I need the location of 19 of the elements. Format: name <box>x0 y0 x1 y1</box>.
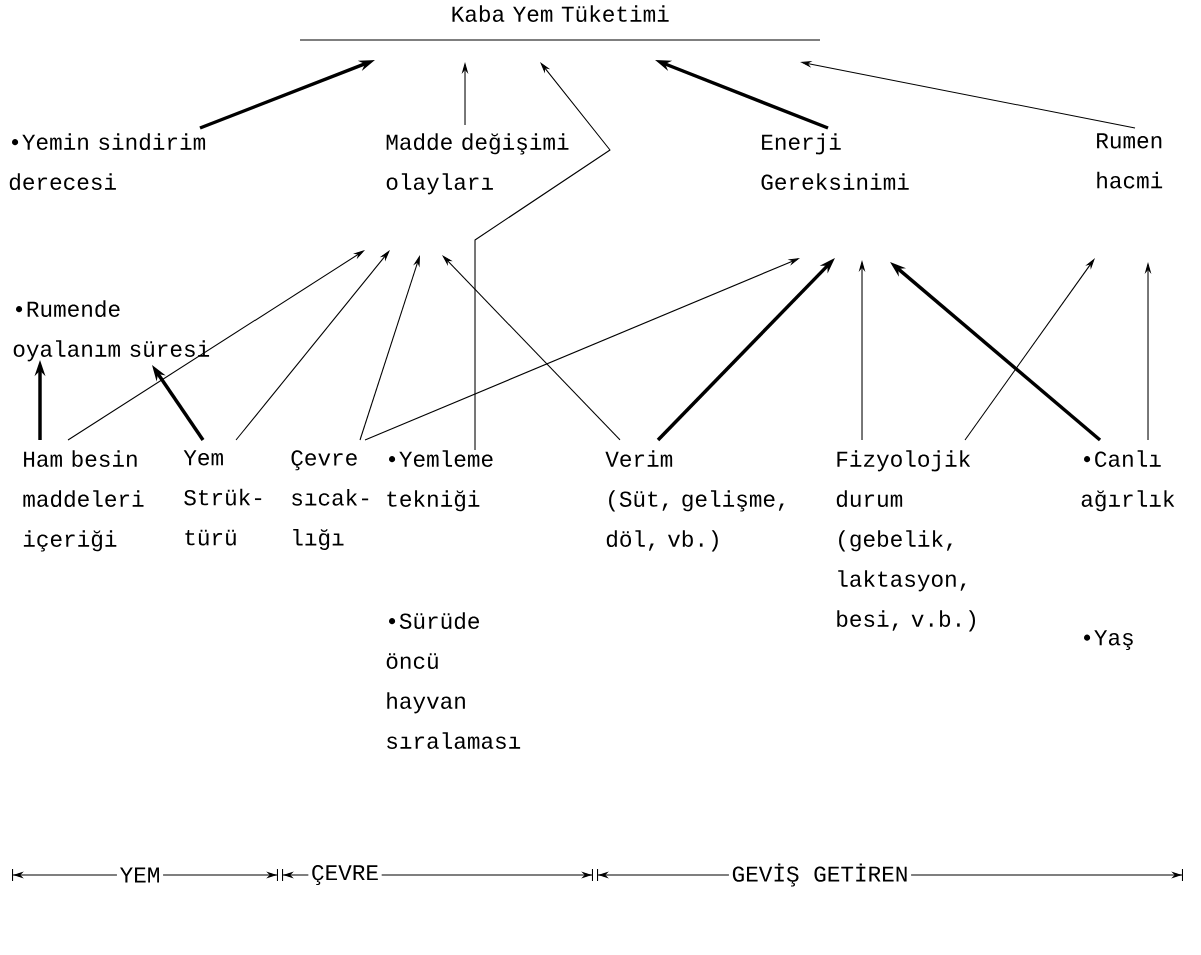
section-label: ÇEVRE <box>308 863 382 887</box>
factor-text: Ham besin maddeleri içeriği <box>23 450 144 552</box>
arrow <box>442 255 621 441</box>
factor-text: •Yaş <box>1084 630 1133 651</box>
heading: Kaba Yem Tüketimi <box>299 5 821 41</box>
factor-text: •Yemin sindirim derecesi <box>9 133 206 190</box>
factor-text: Rumen hacmi <box>1097 133 1163 189</box>
factor-text: •Sürüde öncü hayvan sıralaması <box>386 612 521 749</box>
section-label: YEM <box>116 866 164 884</box>
factor-text: •Rumende oyalanım süresi <box>13 300 210 362</box>
factor-text: Fizyolojik durum (gebelik, laktasyon, besi, v.b.) <box>836 450 975 632</box>
section-label: GEVİŞ GETİREN <box>728 862 912 888</box>
factor-text: Verim (Süt, gelişme, döl, vb.) <box>605 450 784 552</box>
factor-text: •Canlı ağırlık <box>1081 450 1175 512</box>
factor-text: Yem Strük- türü <box>183 450 262 546</box>
factor-text: Enerji Gereksinimi <box>761 133 909 190</box>
factor-text: Madde değişimi olayları <box>386 133 569 195</box>
factor-text: •Yemleme tekniği <box>387 450 493 512</box>
factor-text: Çevre sıcak- lığı <box>291 450 369 551</box>
